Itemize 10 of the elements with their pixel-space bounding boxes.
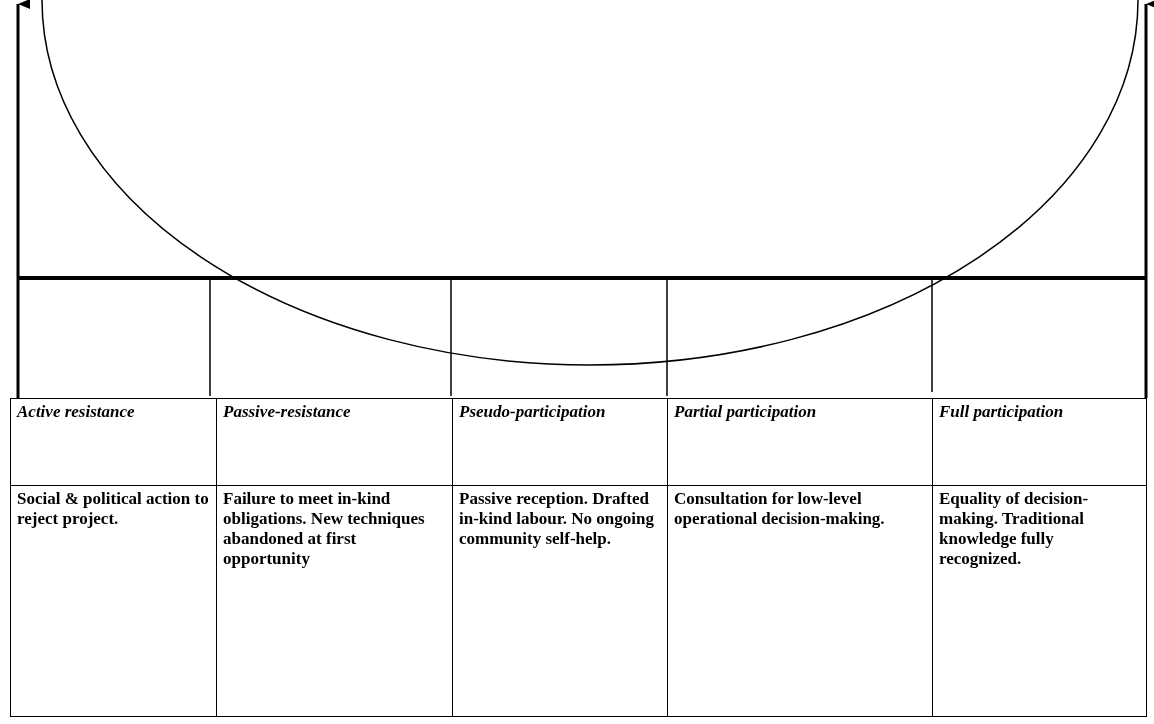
stage-description: Passive reception. Drafted in-kind labour. No ongoing community self-help.: [459, 489, 654, 548]
stage-heading: Partial participation: [674, 402, 817, 421]
stage-description: Failure to meet in-kind obligations. New techniques abandoned at first opportunity: [223, 489, 425, 568]
stage-description: Consultation for low-level operational decision-making.: [674, 489, 885, 528]
stage-description: Equality of decision-making. Traditional knowledge fully recognized.: [939, 489, 1089, 568]
stage-heading: Full participation: [939, 402, 1064, 421]
stage-heading: Active resistance: [17, 402, 135, 421]
stage-description: Social & political action to reject project.: [17, 489, 209, 528]
stage-heading: Pseudo-participation: [459, 402, 606, 421]
stage-heading: Passive-resistance: [223, 402, 351, 421]
